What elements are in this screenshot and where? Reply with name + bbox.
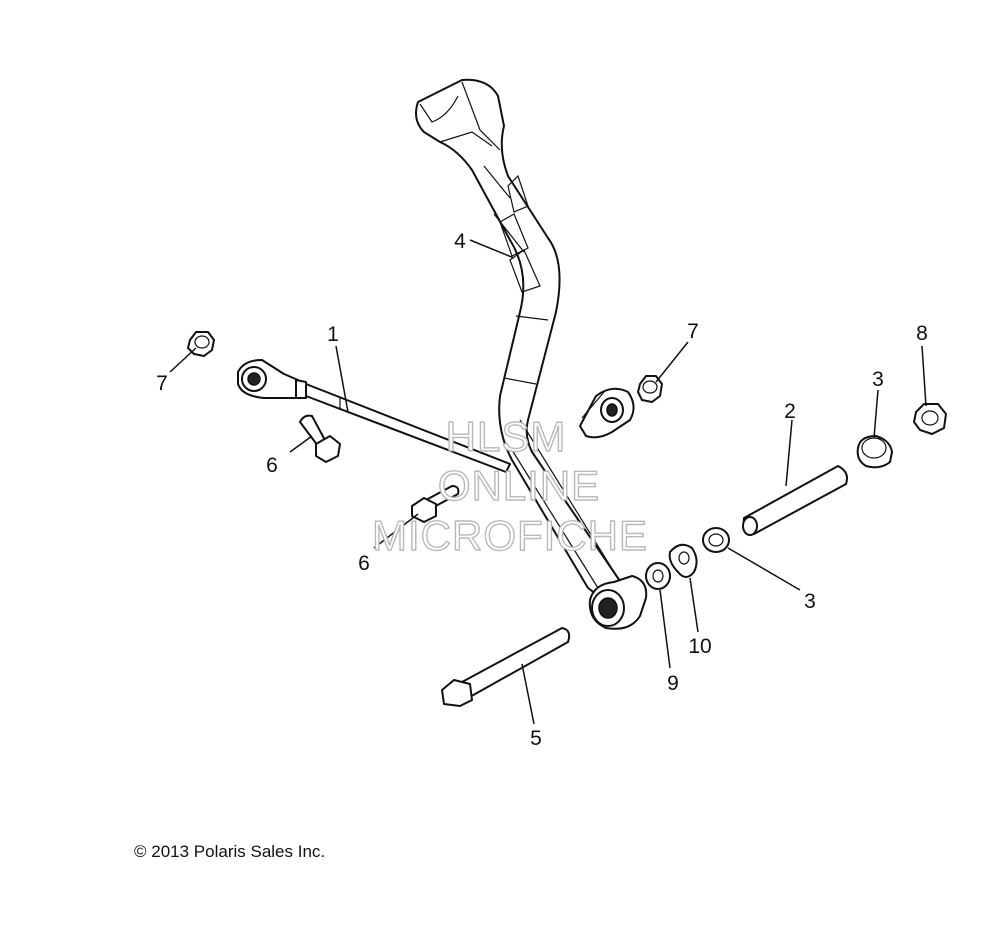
callout-3-lower: 3	[804, 590, 816, 613]
pivot-tube-part	[742, 465, 848, 536]
washer-part	[645, 562, 671, 590]
callout-4: 4	[454, 230, 466, 253]
flange-nut-part	[913, 403, 947, 435]
nut-part-right	[637, 375, 663, 403]
bushing-part-upper	[856, 435, 893, 469]
brake-rod-part	[237, 359, 511, 473]
watermark-line-1: HLSM	[446, 413, 567, 460]
callout-7-right: 7	[687, 320, 699, 343]
callout-2: 2	[784, 400, 796, 423]
callout-leaders	[169, 239, 927, 725]
watermark-line-2: ONLINE	[438, 462, 600, 509]
brake-pedal-part	[415, 78, 648, 630]
watermark-line-3: MICROFICHE	[372, 512, 648, 559]
callout-1: 1	[327, 323, 339, 346]
callout-10: 10	[688, 635, 711, 658]
callout-5: 5	[530, 727, 542, 750]
bolt-part-lower	[411, 485, 460, 523]
callout-9: 9	[667, 672, 679, 695]
wave-washer-part	[668, 543, 698, 578]
watermark: HLSM ONLINE MICROFICHE	[371, 412, 648, 559]
callout-6-lower: 6	[358, 552, 370, 575]
bolt-part-upper	[299, 414, 341, 463]
pivot-bolt-part	[441, 627, 571, 707]
bushing-part-lower	[702, 527, 730, 553]
callout-6-upper: 6	[266, 454, 278, 477]
callout-3-upper: 3	[872, 368, 884, 391]
copyright-notice: © 2013 Polaris Sales Inc.	[134, 842, 326, 861]
callout-labels: 1 2 3 3 4 5 6 6 7 7 8 9 10	[156, 230, 928, 750]
callout-8: 8	[916, 322, 928, 345]
callout-7-left: 7	[156, 372, 168, 395]
